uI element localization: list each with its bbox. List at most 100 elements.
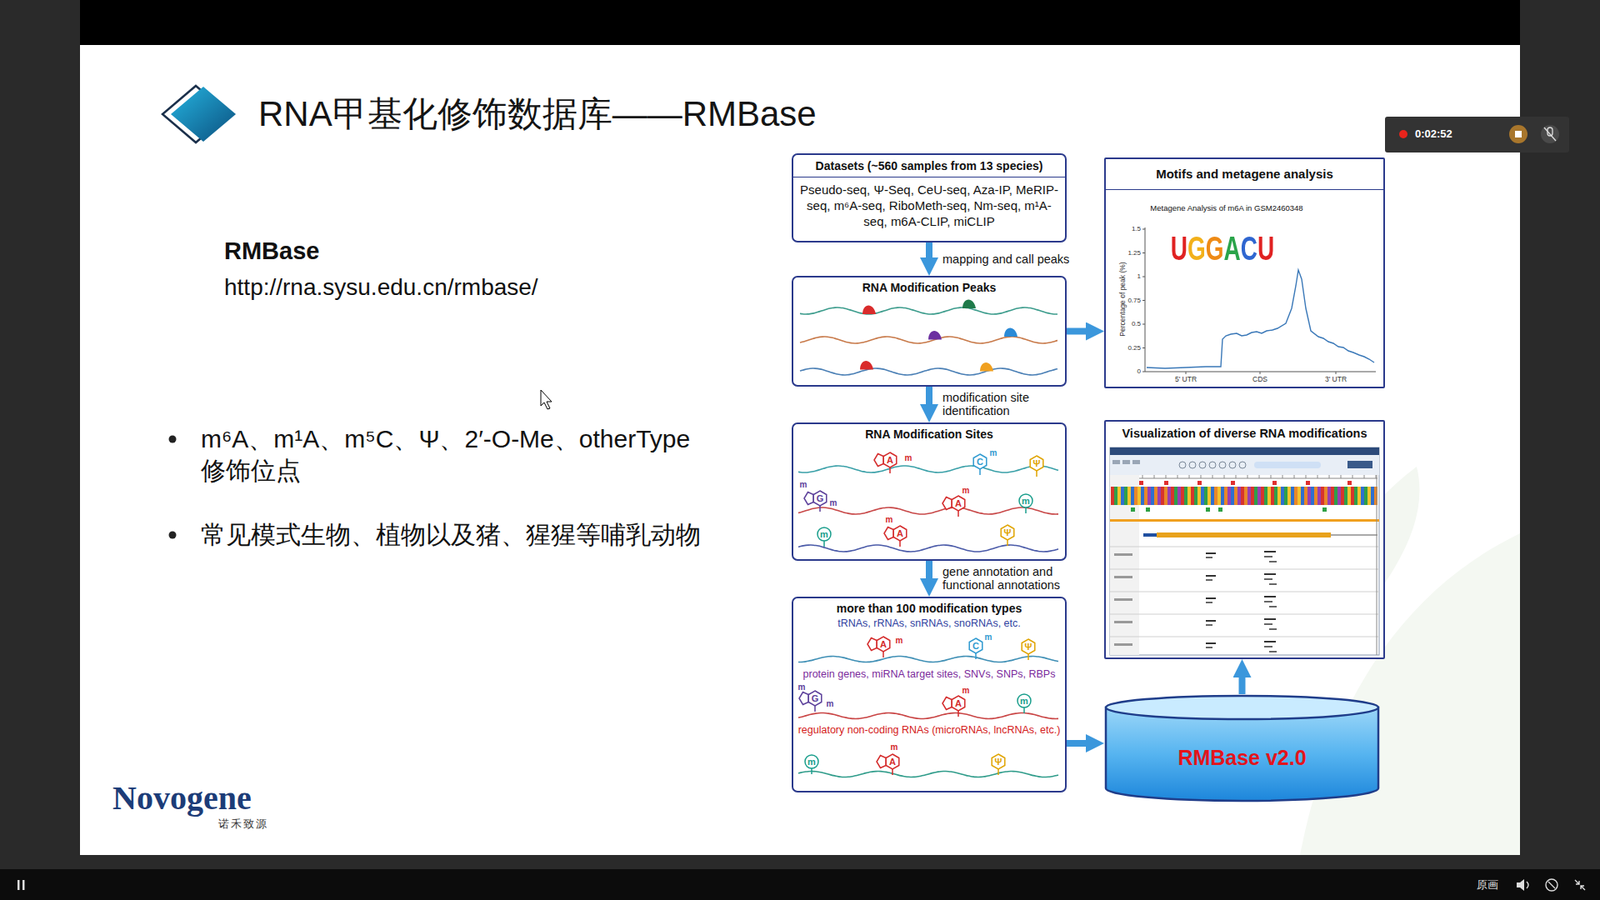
rna-illustration: AmCmΨ [793,630,1065,669]
volume-wave [1526,881,1529,889]
box-text: Pseudo-seq, Ψ-Seq, CeU-seq, Aza-IP, MeRI… [793,177,1065,234]
slide-title: RNA甲基化修饰数据库——RMBase [258,94,817,135]
modification-icon [942,495,965,517]
bullet-text: m⁶A、m¹A、m⁵C、Ψ、2′-O-Me、otherType修饰位点 [200,423,701,487]
methyl-mark: m [990,449,998,458]
box-heading: RNA Modification Sites [793,424,1065,444]
player-bar [0,869,1600,900]
motif-chart-box: Motifs and metagene analysisMetagene Ana… [1104,157,1385,389]
illustration [793,736,1065,782]
edge-label: mapping and call peaks [940,252,1071,267]
methyl-mark: m [985,633,993,642]
logo-subtext: 诺禾致源 [218,818,269,831]
base-letter: Ψ [1025,642,1033,652]
modification-icon [1019,494,1033,514]
tick-label: 0.5 [1131,320,1141,328]
database-name: RMBase [224,237,320,265]
axis-label: 5' UTR [1175,375,1197,385]
box-text: protein genes, miRNA target sites, SNVs,… [793,668,1065,681]
flow-arrow [925,386,933,413]
base-letter: C [976,457,984,467]
methyl-mark: m [962,486,970,495]
base-letter: C [972,641,980,651]
flow-arrow [1066,328,1095,335]
base-letter: G [816,494,825,504]
axis-label: CDS [1252,375,1268,385]
box-text: regulatory non-coding RNAs (microRNAs, l… [793,724,1065,737]
peaks-box: RNA Modification Peaks [791,275,1067,387]
modification-icon [867,636,890,658]
base-letter: m [820,530,829,540]
tick-label: 1.25 [1127,249,1141,257]
edge-label: modification site identification [940,390,1095,419]
modification-icon [942,695,965,717]
modification-icon [817,527,831,547]
box-heading: RMBase v2.0 [1177,727,1306,770]
modification-icon [973,454,987,475]
stop-button [1509,125,1528,144]
modification-icon [804,490,827,512]
mic-slash [1544,127,1556,141]
modification-icon [884,525,907,547]
volume-icon [1516,879,1525,891]
box-heading: RNA Modification Peaks [793,277,1065,297]
box-heading: more than 100 modification types [793,598,1065,618]
quality-button: 原画 [1476,879,1499,892]
settings-icon [1545,879,1558,891]
sites-box: RNA Modification SitesAmCmΨmGmmAmmmAΨ [791,422,1067,561]
modification-icon [876,754,900,775]
base-letter: A [886,455,894,465]
modification-icon [799,690,822,712]
methyl-mark: m [798,683,806,692]
methyl-mark: m [885,515,894,525]
modification-icon [805,755,819,775]
illustration [1105,159,1384,387]
recording-dot [1399,130,1408,139]
database-cylinder: RMBase v2.0 [1104,694,1380,804]
methyl-mark: m [830,499,838,508]
base-letter: Ψ [995,757,1003,767]
bullet-text: 常见模式生物、植物以及猪、猩猩等哺乳动物 [200,519,701,551]
illustration [1105,421,1384,658]
tick-label: 1 [1137,272,1141,280]
illustration [793,424,1065,560]
tick-label: 1.5 [1131,225,1141,233]
top-band [80,0,1520,45]
settings-icon [1548,881,1555,889]
recording-pill [1385,116,1570,153]
base-letter: m [807,757,816,767]
stop-square [1515,130,1522,138]
modification-icon [1000,525,1015,546]
pause-icon [22,880,25,890]
modification-icon [991,754,1005,775]
base-letter: A [955,699,962,709]
methyl-mark: m [826,700,835,709]
bullet-dot [169,531,177,540]
base-letter: A [955,499,962,509]
flow-arrow [1066,740,1095,747]
box-heading: Motifs and metagene analysis [1105,159,1384,190]
modification-icon [1030,455,1044,477]
box-heading: Visualization of diverse RNA modificatio… [1105,421,1384,445]
rna-illustration: mGmmAm [793,680,1065,725]
flow-arrow [1239,669,1246,695]
methyl-mark: m [800,480,808,490]
pause-icon [17,880,20,890]
modification-icon [969,638,983,660]
url-text: http://rna.sysu.edu.cn/rmbase/ [224,274,539,301]
base-letter: A [880,640,887,650]
edge-label: gene annotation and functional annotatio… [940,565,1095,593]
methyl-mark: m [895,636,904,645]
base-letter: m [1021,496,1030,506]
illustration [793,630,1065,669]
slide-page [80,45,1520,855]
logo-text: Novogene [112,779,252,818]
box-heading: Datasets (~560 samples from 13 species) [793,155,1065,178]
title-diamond [170,86,236,142]
axis-label: 3' UTR [1325,375,1347,385]
methyl-mark: m [962,686,970,695]
base-letter: Ψ [1004,528,1012,538]
tick-label: 0 [1137,367,1141,375]
browser-box: Visualization of diverse RNA modificatio… [1104,420,1385,660]
fullscreen-icon [1575,880,1585,890]
